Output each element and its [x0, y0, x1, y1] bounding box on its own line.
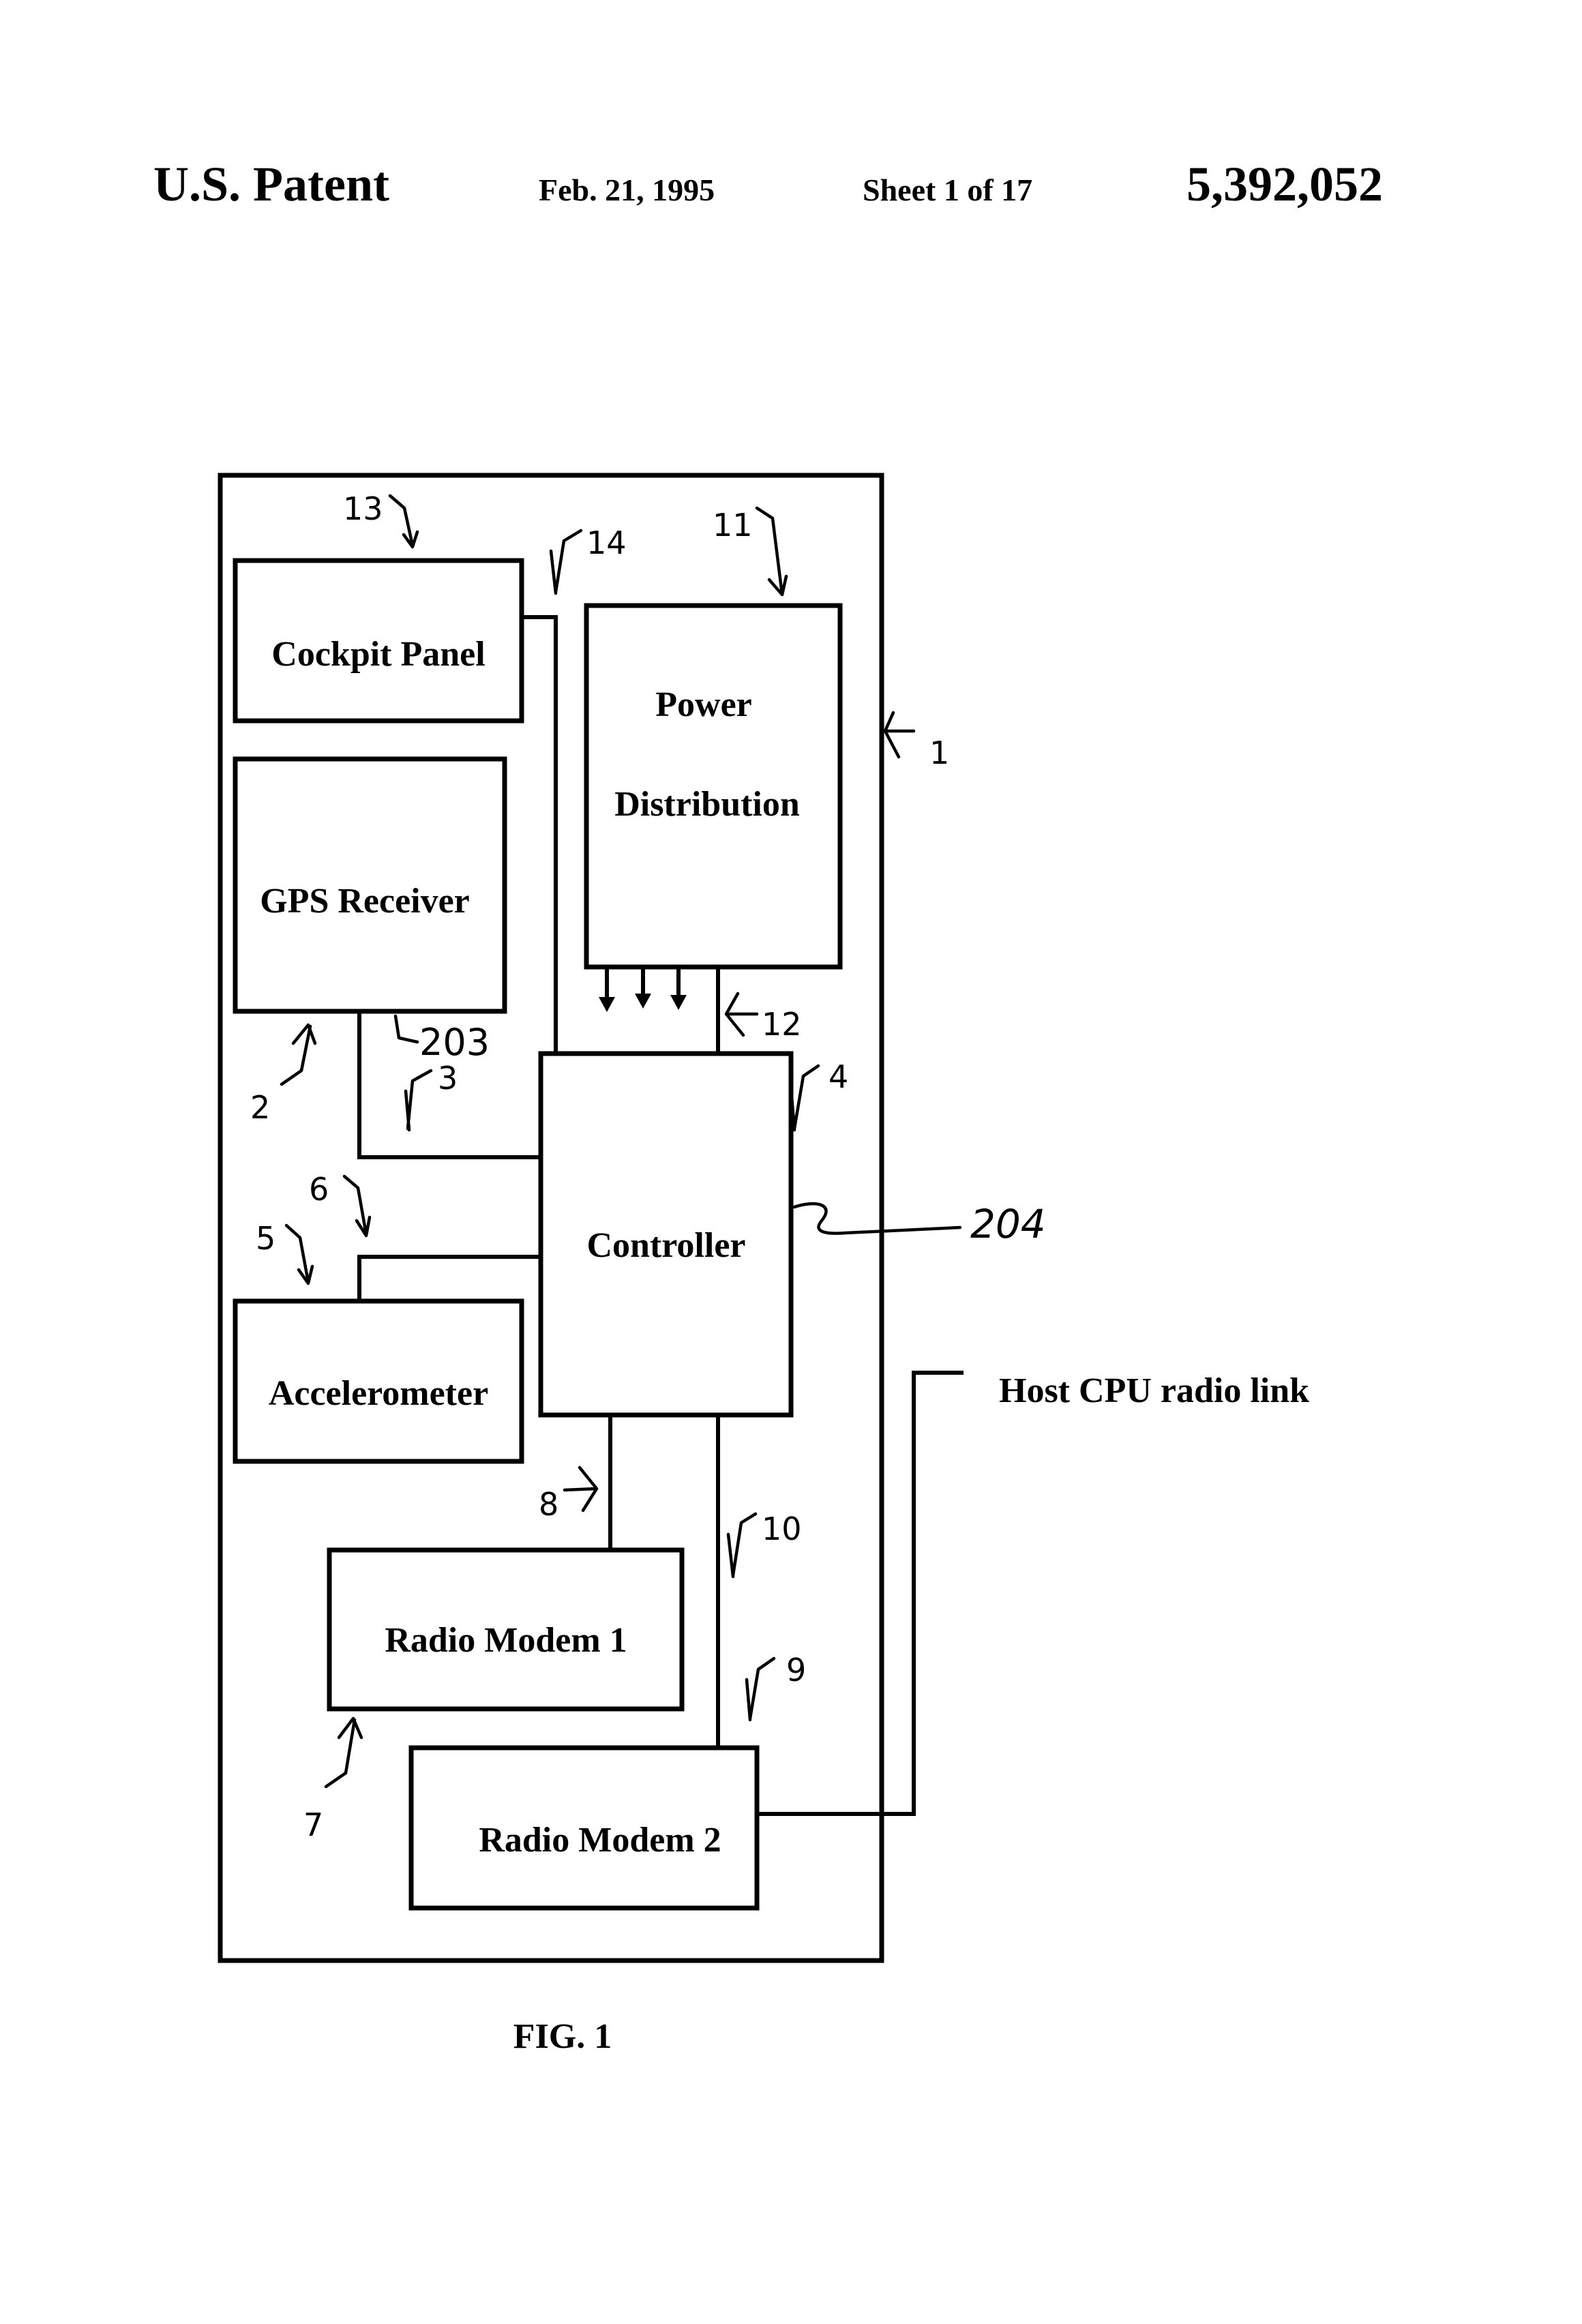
header-patent-number: 5,392,052 — [1186, 157, 1383, 211]
system-enclosure — [220, 475, 882, 1961]
power-label: Power — [655, 685, 751, 724]
ref-10-label: 10 — [762, 1510, 802, 1547]
ref-2-label: 2 — [250, 1089, 270, 1126]
ref-7-leader — [326, 1718, 361, 1787]
ref-12-label: 12 — [762, 1006, 802, 1043]
ref-14-label: 14 — [586, 524, 627, 561]
ref-9-leader — [747, 1658, 774, 1720]
radio-modem-2-label: Radio Modem 2 — [479, 1821, 721, 1860]
controller-label: Controller — [587, 1226, 746, 1265]
ref-4-leader — [791, 1066, 818, 1130]
radio-modem-1-label: Radio Modem 1 — [385, 1621, 627, 1660]
gps-receiver-label: GPS Receiver — [260, 882, 470, 921]
ref-3-label: 3 — [438, 1060, 458, 1097]
ref-5-leader — [286, 1225, 312, 1283]
host-radio-link-line — [757, 1373, 964, 1814]
distribution-label: Distribution — [614, 785, 800, 824]
cockpit-controller-bus — [522, 617, 556, 1054]
header-patent-label: U.S. Patent — [153, 157, 389, 211]
ref-204-leader — [794, 1204, 960, 1233]
ref-203-label: 203 — [419, 1021, 490, 1064]
power-output-arrows — [599, 967, 687, 1012]
ref-8-label: 8 — [539, 1486, 558, 1523]
ref-13-label: 13 — [343, 490, 383, 527]
ref-11-leader — [757, 508, 786, 595]
ref-203-leader — [395, 1016, 417, 1042]
ref-10-leader — [728, 1514, 756, 1577]
ref-5-label: 5 — [256, 1220, 275, 1257]
ref-4-label: 4 — [829, 1058, 848, 1095]
accelerometer-label: Accelerometer — [269, 1374, 488, 1413]
ref-204-label: 204 — [970, 1201, 1046, 1247]
ref-11-label: 11 — [713, 507, 753, 543]
figure-caption: FIG. 1 — [513, 2017, 612, 2056]
ref-7-label: 7 — [303, 1806, 323, 1843]
ref-1-label: 1 — [929, 734, 949, 771]
host-cpu-radio-link-label: Host CPU radio link — [999, 1371, 1309, 1410]
accelerometer-controller-bus — [359, 1257, 541, 1301]
ref-12-leader — [726, 994, 757, 1035]
header-sheet: Sheet 1 of 17 — [863, 173, 1032, 207]
ref-1-leader — [885, 713, 914, 757]
ref-6-leader — [344, 1176, 370, 1236]
ref-14-leader — [551, 531, 581, 593]
ref-6-label: 6 — [309, 1171, 329, 1208]
ref-2-leader — [282, 1025, 315, 1084]
cockpit-panel-label: Cockpit Panel — [271, 635, 485, 674]
ref-8-leader — [565, 1468, 597, 1510]
ref-13-leader — [390, 496, 417, 547]
ref-3-leader — [406, 1071, 431, 1130]
header-date: Feb. 21, 1995 — [539, 173, 715, 207]
ref-9-label: 9 — [786, 1652, 806, 1688]
